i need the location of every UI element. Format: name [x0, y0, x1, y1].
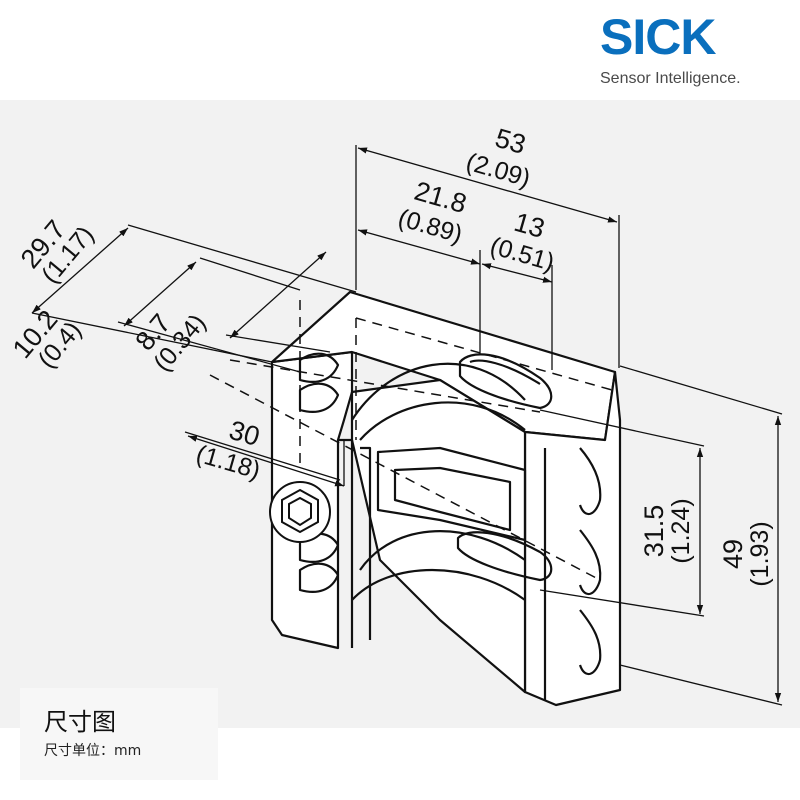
- dim-53-mm: 53: [492, 123, 529, 160]
- dim-30: 30 (1.18): [193, 415, 264, 485]
- caption-title: 尺寸图: [44, 708, 116, 736]
- caption-unit: 尺寸单位：mm: [44, 743, 142, 759]
- dim-8-7: 8.7 (0.34): [130, 308, 212, 377]
- dim-29-7: 29.7 (1.17): [15, 214, 100, 288]
- dim-31-5-inch: (1.24): [667, 498, 695, 563]
- dim-53-inch: (2.09): [463, 148, 534, 193]
- dim-line-13: [481, 263, 553, 283]
- dim-line-30: [187, 435, 345, 487]
- dim-53: 53 (2.09): [463, 123, 534, 193]
- dim-line-29-7: [31, 227, 129, 314]
- dimension-lines: [31, 145, 783, 706]
- dim-21-8: 21.8 (0.89): [395, 176, 470, 249]
- dim-10-2: 10.2 (0.4): [7, 304, 87, 373]
- hex-screw-icon: [269, 481, 331, 543]
- dim-49-inch: (1.93): [746, 521, 774, 586]
- logo-wordmark: SICK: [600, 9, 716, 65]
- dim-31-5: 31.5 (1.24): [639, 498, 695, 563]
- dim-line-10-2: [123, 261, 197, 327]
- dim-31-5-mm: 31.5: [639, 505, 669, 558]
- right-block-face: [523, 370, 622, 707]
- dim-49: 49 (1.93): [718, 521, 774, 586]
- dim-13: 13 (0.51): [487, 207, 558, 277]
- caption-box: 尺寸图 尺寸单位：mm: [20, 688, 218, 780]
- dim-line-8-7: [229, 251, 327, 339]
- dim-line-21-8: [357, 229, 481, 265]
- logo-tagline: Sensor Intelligence.: [600, 70, 741, 87]
- dim-49-mm: 49: [718, 539, 748, 569]
- sick-logo: SICK Sensor Intelligence.: [598, 8, 788, 88]
- dim-line-53: [357, 147, 618, 223]
